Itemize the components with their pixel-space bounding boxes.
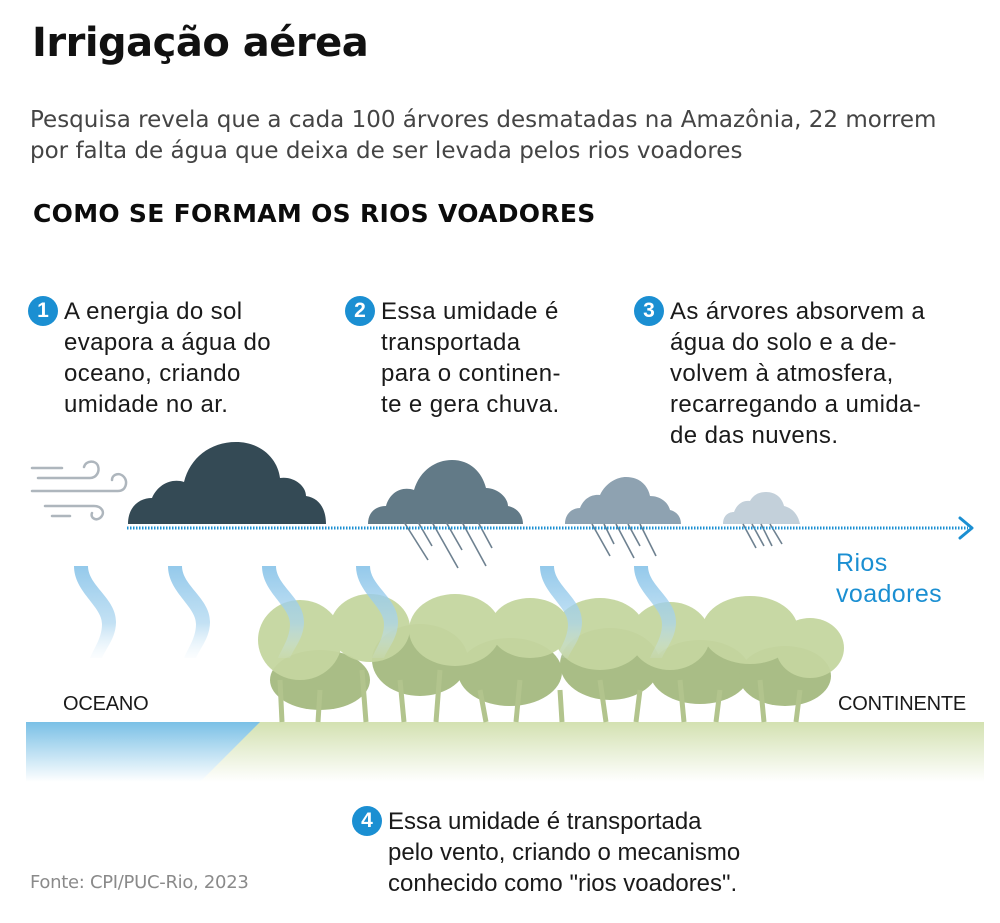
step-number-badge: 1 (28, 296, 58, 326)
trees-icon (258, 594, 844, 723)
water-cycle-diagram (26, 442, 984, 782)
flying-rivers-label: Rios voadores (836, 549, 943, 608)
ocean-label: OCEANO (63, 693, 149, 715)
step-number-badge: 4 (352, 806, 382, 836)
step-number-badge: 2 (345, 296, 375, 326)
step-2: 2 Essa umidade é transportada para o con… (345, 296, 561, 420)
step-4: 4 Essa umidade é transportada pelo vento… (352, 806, 740, 899)
rain-cloud-icon (723, 492, 800, 524)
flow-arrow-icon (958, 516, 974, 540)
step-3: 3 As árvores absorvem a água do solo e a… (634, 296, 925, 451)
wind-icon (30, 460, 128, 521)
page-title: Irrigação aérea (32, 20, 369, 66)
step-text: Essa umidade é transportada para o conti… (381, 298, 561, 418)
source-credit: Fonte: CPI/PUC-Rio, 2023 (30, 872, 249, 893)
rain-cloud-icon (368, 460, 523, 524)
rain-cloud-icon (565, 477, 681, 524)
cloud-icon (128, 442, 326, 524)
continent-label: CONTINENTE (838, 693, 967, 715)
step-text: As árvores absorvem a água do solo e a d… (670, 298, 926, 449)
step-text: Essa umidade é transportada pelo vento, … (388, 808, 741, 897)
step-number-badge: 3 (634, 296, 664, 326)
step-text: A energia do sol evapora a água do ocean… (64, 298, 271, 418)
step-1: 1 A energia do sol evapora a água do oce… (28, 296, 271, 420)
ocean (26, 722, 260, 782)
subtitle: Pesquisa revela que a cada 100 árvores d… (30, 107, 937, 164)
section-title: COMO SE FORMAM OS RIOS VOADORES (33, 199, 596, 228)
